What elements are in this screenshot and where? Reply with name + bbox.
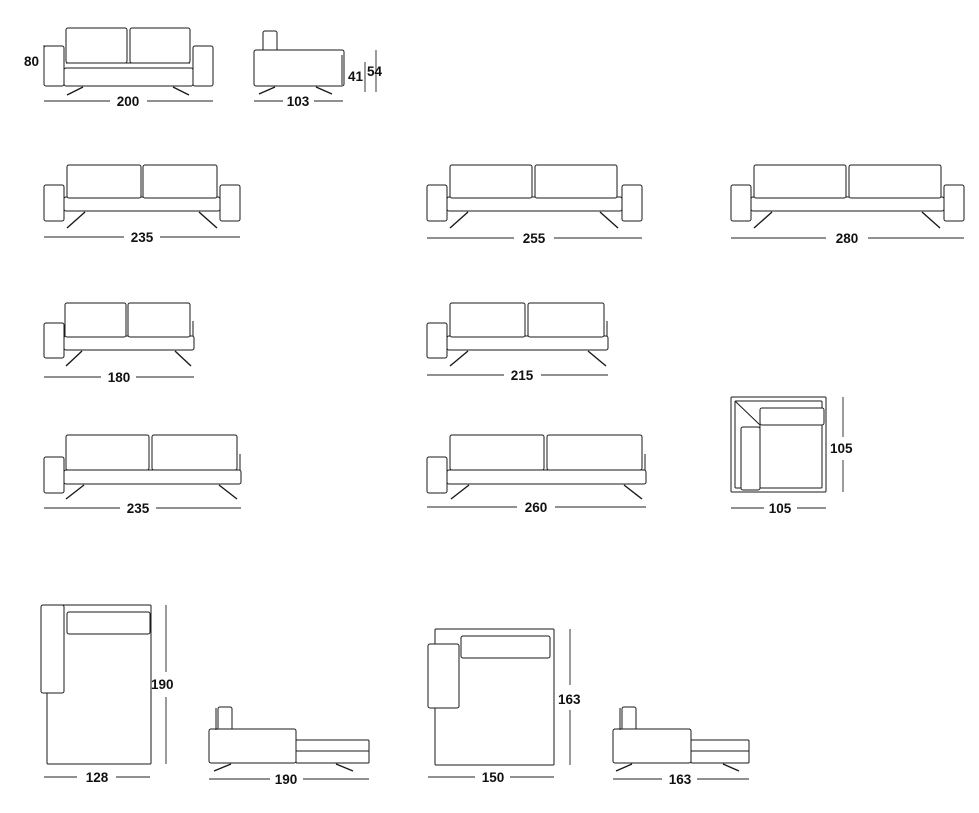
width-dimension-255: 255 bbox=[427, 231, 642, 246]
depth-dimension-105: 105 bbox=[830, 397, 853, 492]
corner-module-top-view bbox=[730, 396, 827, 493]
sofa-side-view bbox=[253, 30, 345, 95]
dim-label-103: 103 bbox=[287, 94, 310, 109]
dim-label-150: 150 bbox=[482, 770, 505, 785]
dim-label-280: 280 bbox=[836, 231, 859, 246]
dim-label-235b: 235 bbox=[127, 501, 150, 516]
sofa-180-front-view bbox=[43, 302, 195, 367]
dim-label-235: 235 bbox=[131, 230, 154, 245]
width-dimension-150: 150 bbox=[428, 770, 554, 785]
chaise-190-side-view bbox=[208, 706, 370, 772]
dim-label-190-top: 190 bbox=[151, 677, 174, 692]
length-dimension-190-side: 190 bbox=[209, 772, 369, 787]
seat-height-dimension-41: 41 bbox=[348, 62, 366, 92]
width-dimension-280: 280 bbox=[731, 231, 964, 246]
sofa-255-front-view bbox=[426, 164, 643, 229]
dim-label-41: 41 bbox=[348, 69, 364, 84]
dim-label-180: 180 bbox=[108, 370, 131, 385]
dim-label-80: 80 bbox=[24, 54, 39, 69]
depth-dimension-103: 103 bbox=[254, 94, 343, 109]
sofa-280-front-view bbox=[730, 164, 965, 229]
sofa-235-front-view bbox=[43, 164, 241, 229]
chaise-128-top-view bbox=[40, 604, 152, 765]
dim-label-260: 260 bbox=[525, 500, 548, 515]
sofa-200-front-view bbox=[43, 27, 214, 96]
width-dimension-260: 260 bbox=[427, 500, 646, 515]
width-dimension-105: 105 bbox=[731, 501, 826, 516]
dim-label-255: 255 bbox=[523, 231, 546, 246]
sofa-260-one-arm-front-view bbox=[426, 434, 647, 500]
chaise-150-top-view bbox=[427, 628, 555, 766]
sofa-235-one-arm-front-view bbox=[43, 434, 242, 500]
width-dimension-128: 128 bbox=[44, 770, 150, 785]
height-dimension-80: 80 bbox=[24, 45, 45, 85]
width-dimension-235-one-arm: 235 bbox=[44, 501, 241, 516]
dim-label-200: 200 bbox=[117, 94, 140, 109]
dim-label-163-top: 163 bbox=[558, 692, 581, 707]
total-height-dimension-54: 54 bbox=[367, 50, 383, 92]
chaise-163-side-view bbox=[612, 706, 750, 772]
dim-label-54: 54 bbox=[367, 64, 383, 79]
dim-label-215: 215 bbox=[511, 368, 534, 383]
width-dimension-215: 215 bbox=[427, 368, 608, 383]
length-dimension-190-top: 190 bbox=[151, 605, 174, 764]
dim-label-190-side: 190 bbox=[275, 772, 298, 787]
dim-label-105-width: 105 bbox=[769, 501, 792, 516]
width-dimension-200: 200 bbox=[44, 94, 213, 109]
width-dimension-180: 180 bbox=[44, 370, 194, 385]
width-dimension-235: 235 bbox=[44, 230, 240, 245]
dim-label-163-side: 163 bbox=[669, 772, 692, 787]
dim-label-105-depth: 105 bbox=[830, 441, 853, 456]
length-dimension-163-side: 163 bbox=[613, 772, 749, 787]
dim-label-128: 128 bbox=[86, 770, 109, 785]
sofa-215-front-view bbox=[426, 302, 609, 367]
length-dimension-163-top: 163 bbox=[558, 629, 581, 765]
